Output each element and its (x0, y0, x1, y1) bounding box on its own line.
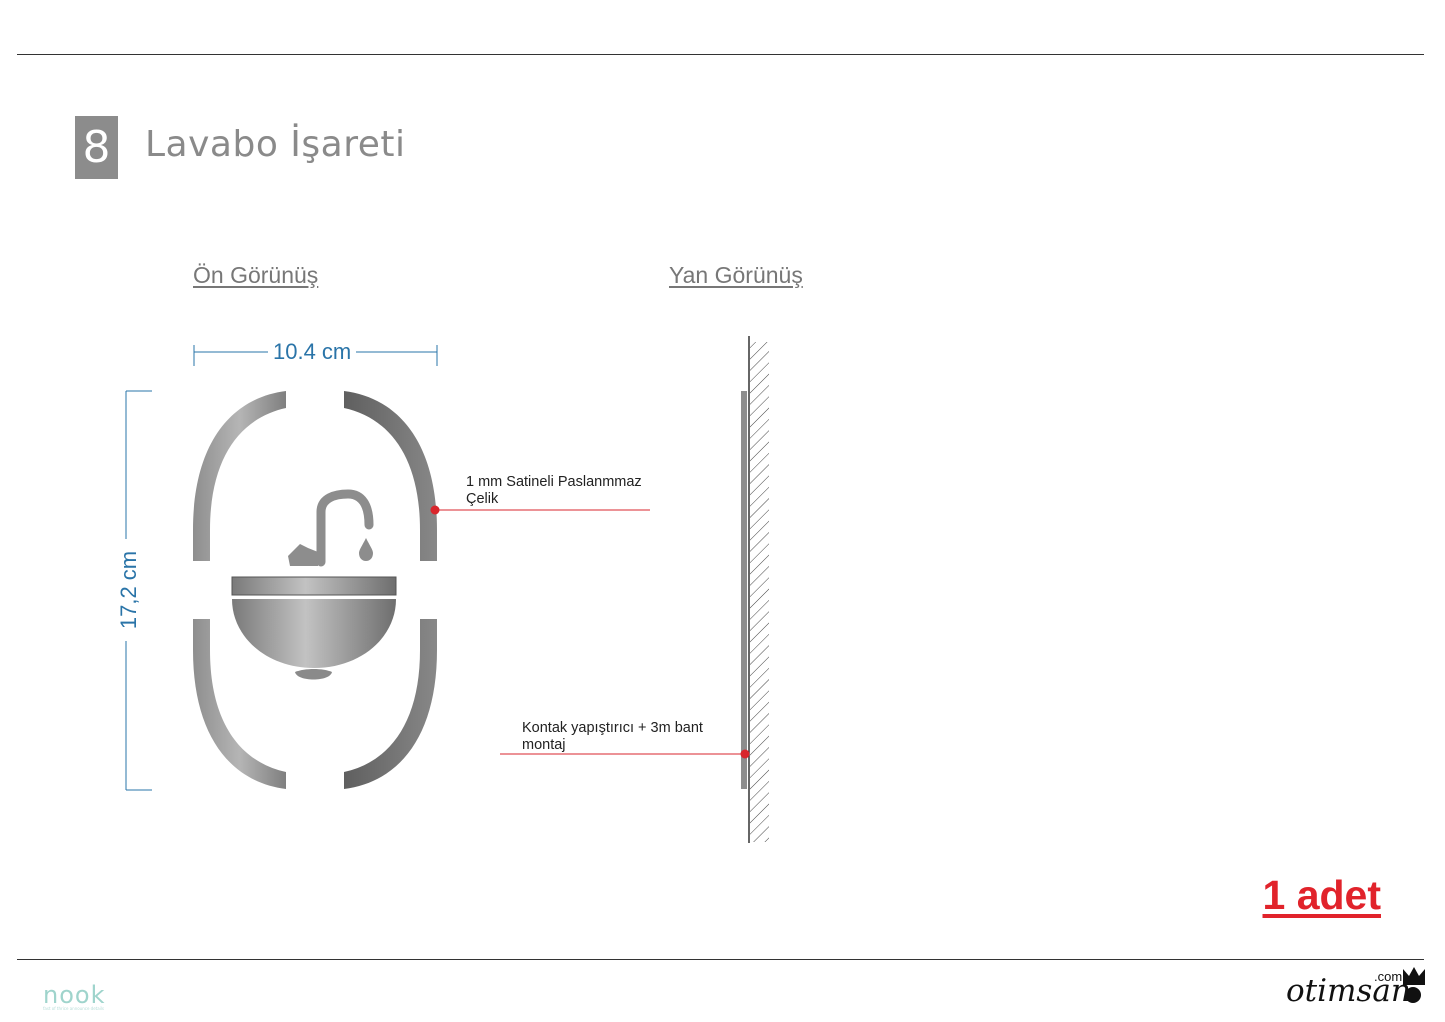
basin-bowl (232, 599, 396, 668)
front-view-heading: Ön Görünüş (193, 262, 319, 288)
otimsan-logo-suffix: .com (1374, 969, 1403, 984)
bottom-rule (17, 959, 1424, 960)
material-callout-dot (430, 505, 440, 515)
basin-rim (231, 576, 397, 596)
section-number: 8 (75, 116, 118, 179)
mounting-callout-label: Kontak yapıştırıcı + 3m bant montaj (522, 720, 703, 753)
arc-top-right (344, 391, 437, 561)
faucet-icon (316, 489, 374, 567)
height-dimension-label: 17,2 cm (116, 539, 142, 641)
nook-logo: nook fast of thrice announce details (43, 981, 106, 1011)
mounting-callout-dot (740, 749, 750, 759)
faucet-handle (288, 544, 318, 566)
otimsan-logo-text: otimsan (1286, 973, 1411, 1009)
quantity-label: 1 adet (1262, 872, 1382, 918)
width-dimension-label: 10.4 cm (268, 339, 357, 365)
arc-top-left (193, 391, 286, 561)
nook-logo-text: nook (43, 981, 106, 1009)
sign-profile (741, 391, 747, 789)
wall-hatch (750, 342, 769, 842)
water-drop-icon (359, 538, 373, 561)
arc-bottom-right (344, 619, 437, 789)
top-rule (17, 54, 1424, 55)
crown-icon (1403, 967, 1425, 985)
logo-dot-icon (1405, 987, 1421, 1003)
otimsan-logo: otimsan .com (1286, 969, 1411, 1009)
side-view-heading: Yan Görünüş (669, 262, 803, 288)
page-title: Lavabo İşareti (145, 124, 406, 165)
arc-bottom-left (193, 619, 286, 789)
material-callout-label: 1 mm Satineli Paslanmmaz Çelik (466, 474, 642, 507)
basin-drain (295, 669, 332, 680)
nook-logo-tagline: fast of thrice announce details (43, 1006, 104, 1011)
